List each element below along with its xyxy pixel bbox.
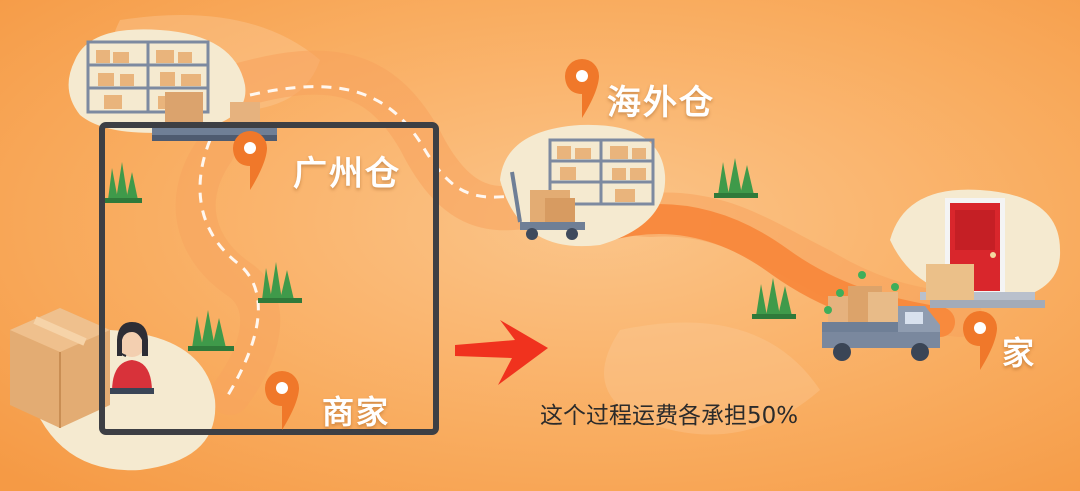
route-band <box>175 130 281 415</box>
shelf-icon <box>548 138 655 206</box>
arrow-icon <box>455 320 548 385</box>
plant-icon <box>188 310 234 351</box>
highlight-frame <box>99 122 439 435</box>
plant-icon <box>752 278 796 319</box>
shipping-cost-note: 这个过程运费各承担50% <box>540 403 799 429</box>
plant-icon <box>258 262 302 303</box>
map-pin-icon <box>565 59 599 118</box>
box-icon <box>10 308 110 428</box>
shelf-boxes <box>557 146 646 202</box>
customer-service-icon <box>110 322 154 394</box>
door-icon <box>920 198 1045 308</box>
home-label: 家 <box>1002 334 1037 372</box>
map-pin-icon <box>233 131 267 190</box>
map-pin-icon <box>963 311 997 370</box>
background-blob <box>604 322 820 435</box>
map-pin-icon <box>265 371 299 430</box>
plant-icon <box>104 162 142 203</box>
shelf-boxes <box>96 50 201 109</box>
small-pin-icon <box>824 271 899 314</box>
overseas-warehouse-label: 海外仓 <box>607 83 715 123</box>
route-dashed-line <box>198 85 521 401</box>
truck-icon <box>822 286 940 361</box>
plant-icon <box>714 158 758 198</box>
shelf-icon <box>86 40 210 114</box>
cart-icon <box>510 171 585 240</box>
guangzhou-warehouse-label: 广州仓 <box>293 154 401 194</box>
merchant-label: 商家 <box>322 393 391 431</box>
